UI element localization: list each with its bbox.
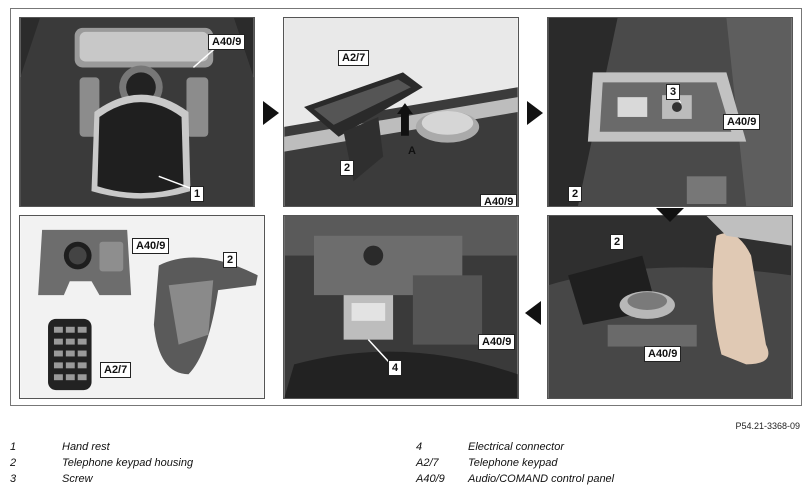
label-a40-9: A40/9 bbox=[132, 238, 170, 254]
label-2: 2 bbox=[568, 186, 583, 202]
legend-item: 2 Telephone keypad housing bbox=[10, 456, 193, 471]
label-a40-9: A40/9 bbox=[478, 334, 516, 350]
label-a: A bbox=[408, 145, 416, 157]
photo-panel-5: A40/9 4 bbox=[283, 215, 519, 399]
photo-panel-1: A40/9 1 bbox=[19, 17, 255, 207]
label-a2-7: A2/7 bbox=[338, 50, 370, 66]
photo-panel-3: 3 A40/9 2 bbox=[547, 17, 793, 207]
arrow-right-icon bbox=[527, 101, 543, 125]
photo-keypad-lift bbox=[284, 18, 518, 206]
photo-panel-4: A40/9 2 A2/7 bbox=[19, 215, 265, 399]
photo-panel-2: A2/7 A 2 A40/9 bbox=[283, 17, 519, 207]
figure-frame: A40/9 1 A2/7 A 2 A40/9 bbox=[10, 8, 802, 406]
label-4: 4 bbox=[388, 360, 403, 376]
legend-text: Hand rest bbox=[62, 441, 110, 453]
legend-item: 4 Electrical connector bbox=[416, 440, 564, 455]
photo-hand-install bbox=[548, 216, 792, 398]
label-2: 2 bbox=[340, 160, 355, 176]
arrow-left-icon bbox=[525, 301, 541, 325]
legend-key: 4 bbox=[416, 441, 423, 453]
legend-key: A2/7 bbox=[416, 457, 439, 469]
figure-reference: P54.21-3368-09 bbox=[735, 421, 800, 431]
legend-key: 3 bbox=[10, 473, 17, 485]
legend-text: Telephone keypad housing bbox=[62, 457, 194, 469]
label-2: 2 bbox=[610, 234, 625, 250]
label-a40-9: A40/9 bbox=[723, 114, 761, 130]
arrow-down-icon bbox=[656, 208, 684, 222]
photo-screw bbox=[548, 18, 792, 206]
label-1: 1 bbox=[190, 186, 205, 202]
label-a40-9: A40/9 bbox=[644, 346, 682, 362]
legend-text: Audio/COMAND control panel bbox=[468, 473, 615, 485]
legend-item: A2/7 Telephone keypad bbox=[416, 456, 558, 471]
legend-item: 3 Screw bbox=[10, 472, 93, 487]
photo-panel-6: 2 A40/9 bbox=[547, 215, 793, 399]
legend-text: Telephone keypad bbox=[468, 457, 558, 469]
label-3: 3 bbox=[666, 84, 681, 100]
legend-key: 2 bbox=[10, 457, 17, 469]
legend-item: A40/9 Audio/COMAND control panel bbox=[416, 472, 614, 487]
label-a2-7: A2/7 bbox=[100, 362, 132, 378]
arrow-right-icon bbox=[263, 101, 279, 125]
label-2: 2 bbox=[223, 252, 238, 268]
label-a40-9: A40/9 bbox=[480, 194, 518, 206]
legend-key: A40/9 bbox=[416, 473, 445, 485]
legend-item: 1 Hand rest bbox=[10, 440, 110, 455]
legend-key: 1 bbox=[10, 441, 17, 453]
label-a40-9: A40/9 bbox=[208, 34, 246, 50]
legend-text: Electrical connector bbox=[468, 441, 564, 453]
legend-text: Screw bbox=[62, 473, 93, 485]
